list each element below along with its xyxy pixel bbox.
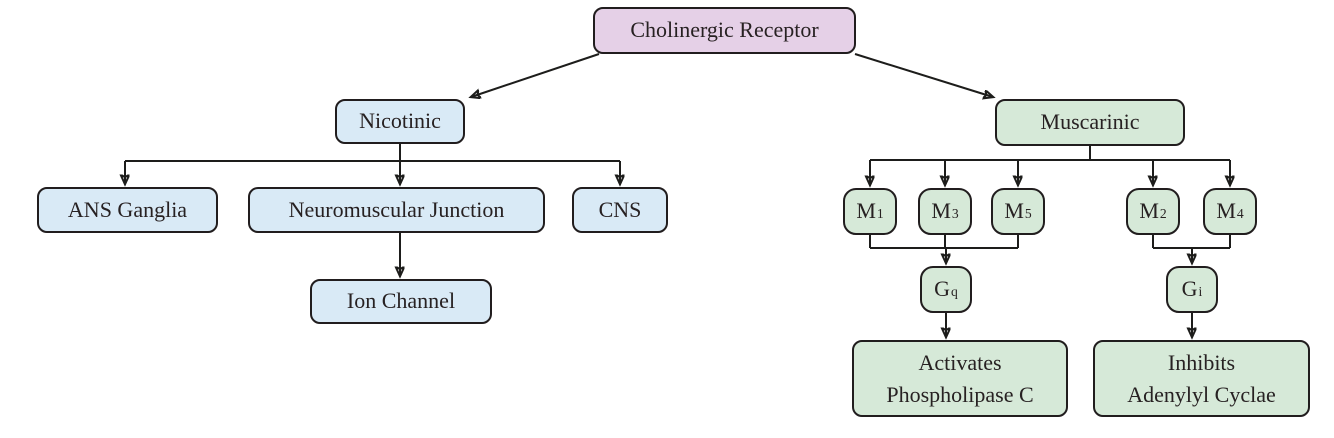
node-cholinergic-receptor: Cholinergic Receptor [593, 7, 856, 54]
node-inhibits-adenylyl-cyclae-line1: Inhibits [1167, 349, 1236, 375]
node-cns: CNS [572, 187, 668, 233]
node-cholinergic-receptor-label: Cholinergic Receptor [630, 17, 819, 43]
node-m4-subscript: 4 [1236, 205, 1244, 221]
node-muscarinic: Muscarinic [995, 99, 1185, 146]
node-activates-phospholipase-c: Activates Phospholipase C [852, 340, 1068, 417]
edge-root-to-muscarinic [854, 53, 993, 97]
node-ion-channel-label: Ion Channel [346, 288, 456, 314]
node-inhibits-adenylyl-cyclae-line2: Adenylyl Cyclae [1127, 381, 1276, 407]
node-gq-label: G [934, 276, 951, 302]
node-m1-subscript: 1 [876, 205, 884, 221]
node-neuromuscular-junction: Neuromuscular Junction [248, 187, 545, 233]
node-nicotinic-label: Nicotinic [359, 108, 441, 134]
node-m3-label: M [931, 198, 951, 224]
node-muscarinic-label: Muscarinic [1040, 109, 1140, 135]
node-gq-subscript: q [951, 283, 958, 299]
node-activates-phospholipase-c-line2: Phospholipase C [886, 381, 1034, 407]
node-m1-label: M [856, 198, 876, 224]
node-ion-channel: Ion Channel [310, 279, 492, 324]
node-m4-label: M [1216, 198, 1236, 224]
node-nicotinic: Nicotinic [335, 99, 465, 144]
node-ans-ganglia-label: ANS Ganglia [67, 196, 188, 222]
node-inhibits-adenylyl-cyclae: Inhibits Adenylyl Cyclae [1093, 340, 1310, 417]
node-gi-subscript: i [1198, 283, 1203, 299]
node-activates-phospholipase-c-line1: Activates [918, 349, 1002, 375]
edge-root-to-nicotinic [471, 53, 600, 97]
node-gi-label: G [1181, 276, 1198, 302]
node-m2-label: M [1139, 198, 1159, 224]
node-m5-subscript: 5 [1024, 205, 1032, 221]
node-neuromuscular-junction-label: Neuromuscular Junction [288, 196, 505, 222]
node-m2-subscript: 2 [1159, 205, 1167, 221]
node-ans-ganglia: ANS Ganglia [37, 187, 218, 233]
node-m3-subscript: 3 [951, 205, 959, 221]
node-cns-label: CNS [598, 196, 642, 222]
node-m5-label: M [1004, 198, 1024, 224]
